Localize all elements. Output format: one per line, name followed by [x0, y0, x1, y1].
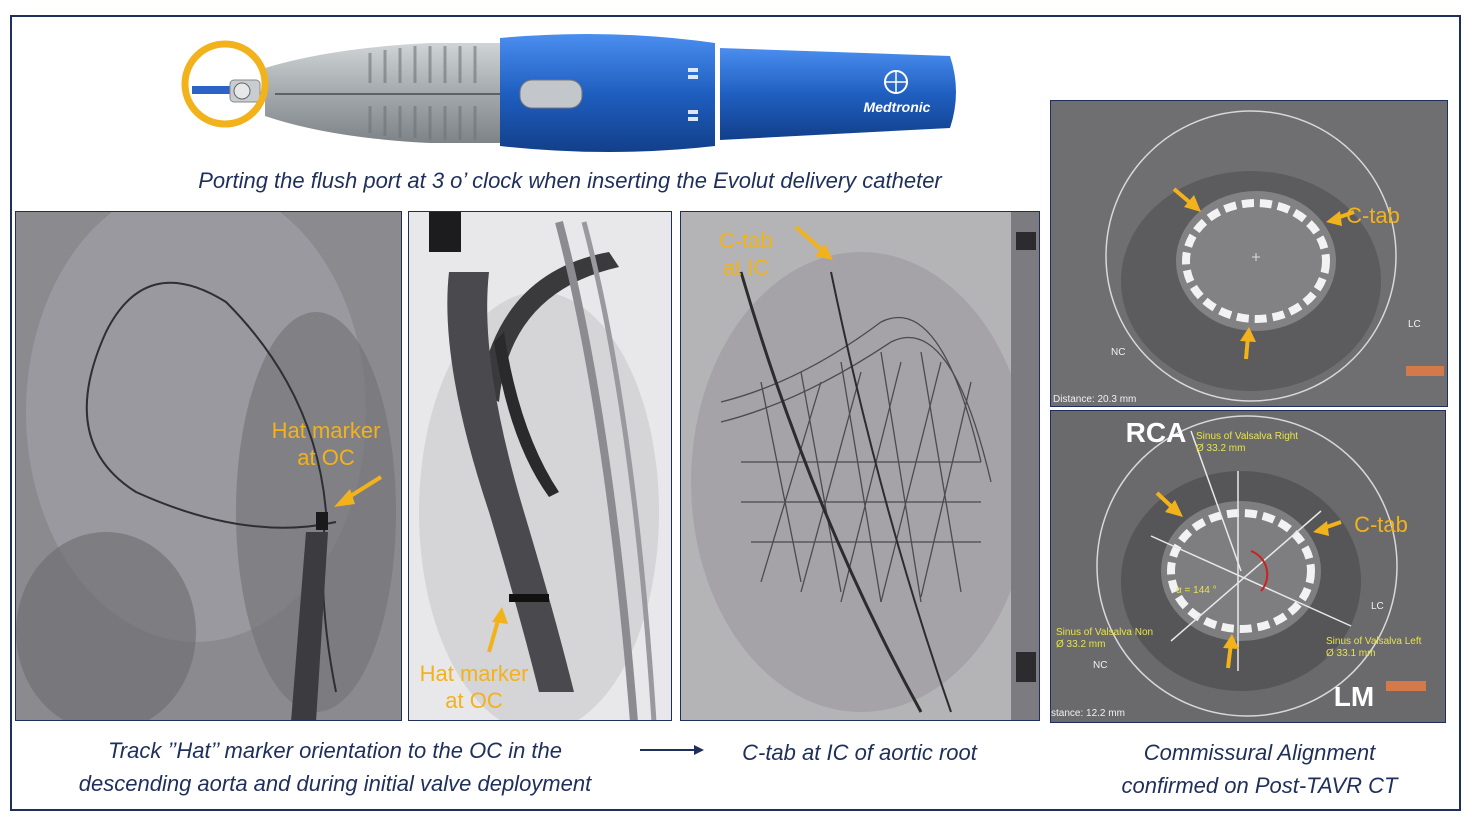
ctab-label-ic: C-tab at IC	[719, 228, 773, 280]
sinus-right-label: Sinus of Valsalva Right Ø 33.2 mm	[1196, 431, 1299, 454]
delivery-catheter-image: Medtronic	[180, 28, 960, 158]
track-caption: Track ’’Hat’’ marker orientation to the …	[78, 738, 592, 796]
ctab-label-bottom: C-tab	[1354, 512, 1408, 537]
sinus-left-label: Sinus of Valsalva Left Ø 33.1 mm	[1326, 636, 1422, 659]
fluoro-panel-hat-marker: Hat marker at OC	[15, 211, 402, 721]
commissural-caption: Commissural Alignment confirmed on Post-…	[1121, 740, 1398, 798]
figure-frame	[10, 15, 1461, 811]
fluoro-panel-ctab: C-tab at IC	[680, 211, 1040, 721]
nc-label-bottom: NC	[1093, 660, 1108, 671]
ct-panel-bottom: RCA LM C-tab Sinus of Valsalva Right Ø 3…	[1050, 410, 1446, 723]
lm-label: LM	[1333, 681, 1375, 712]
sinus-non-label: Sinus of Valsalva Non Ø 33.2 mm	[1056, 627, 1154, 650]
distance-label-bottom: stance: 12.2 mm	[1051, 708, 1125, 719]
hat-marker-label: Hat marker at OC	[271, 418, 381, 470]
ctab-caption: C-tab at IC of aortic root	[742, 740, 977, 765]
rca-label: RCA	[1125, 417, 1187, 448]
fluoro-panel-hat-marker-2: Hat marker at OC	[408, 211, 672, 721]
device-caption: Porting the flush port at 3 o’ clock whe…	[198, 168, 942, 193]
lc-label-bottom: LC	[1371, 601, 1384, 612]
angle-label: α = 144 °	[1176, 585, 1217, 596]
lc-label-top: LC	[1408, 319, 1421, 330]
hat-marker-label-2: Hat marker at OC	[419, 661, 529, 713]
brand-text: Medtronic	[864, 99, 931, 115]
ct-panel-top: C-tab NC LC Distance: 20.3 mm	[1050, 100, 1448, 407]
arrow-right-icon	[640, 745, 704, 755]
distance-label-top: Distance: 20.3 mm	[1053, 394, 1137, 405]
nc-label-top: NC	[1111, 347, 1126, 358]
ctab-label-top: C-tab	[1346, 203, 1400, 228]
